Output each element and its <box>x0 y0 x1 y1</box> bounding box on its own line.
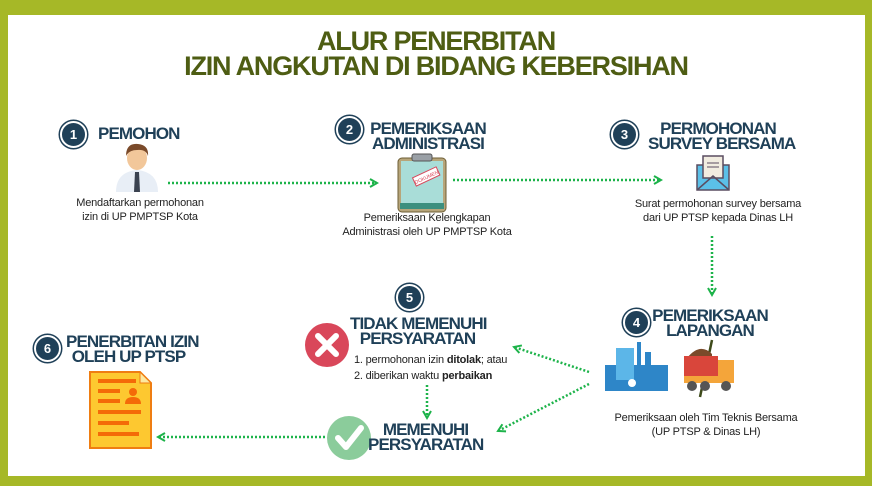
title-line-2: IZIN ANGKUTAN DI BIDANG KEBERSIHAN <box>184 51 689 81</box>
step-4-desc-2: (UP PTSP & Dinas LH) <box>651 426 761 438</box>
person-icon <box>116 143 158 192</box>
step-3-number: 3 <box>611 121 638 148</box>
step-6-label-2: OLEH UP PTSP <box>71 347 186 366</box>
step-5-label-2: PERSYARATAN <box>359 329 476 348</box>
step-2-desc-2: Administrasi oleh UP PMPTSP Kota <box>342 226 512 238</box>
step-2-label-2: ADMINISTRASI <box>372 134 485 153</box>
step-3-desc-1: Surat permohonan survey bersama <box>634 198 802 210</box>
step-2-label-1: PEMERIKSAAN <box>370 119 487 138</box>
step-2-desc-1: Pemeriksaan Kelengkapan <box>363 212 491 224</box>
step-1-number: 1 <box>60 121 87 148</box>
step-4-label-2: LAPANGAN <box>666 321 755 340</box>
arrow-4-to-accept <box>498 382 590 431</box>
step-5-item-1: 1. permohonan izin ditolak; atau <box>354 354 508 366</box>
step-1-desc-2: izin di UP PMPTSP Kota <box>82 211 198 223</box>
step-4-desc-1: Pemeriksaan oleh Tim Teknis Bersama <box>614 412 798 424</box>
envelope-icon <box>696 155 730 191</box>
check-circle-icon <box>327 416 371 460</box>
step-1-desc-1: Mendaftarkan permohonan <box>76 197 204 209</box>
step-4-number: 4 <box>623 309 650 336</box>
step-4-label-1: PEMERIKSAAN <box>652 306 769 325</box>
x-circle-icon <box>305 323 349 367</box>
step-5-number: 5 <box>396 284 423 311</box>
step-3-label-1: PERMOHONAN <box>660 119 777 138</box>
factory-truck-icon <box>605 339 734 398</box>
accept-label-2: PERSYARATAN <box>368 435 484 454</box>
title-line-1: ALUR PENERBITAN <box>317 26 556 56</box>
document-icon <box>89 370 153 449</box>
step-6-number: 6 <box>34 335 61 362</box>
step-1-label: PEMOHON <box>98 124 180 143</box>
step-5-item-2: 2. diberikan waktu perbaikan <box>354 370 493 382</box>
step-3-label-2: SURVEY BERSAMA <box>648 134 796 153</box>
clipboard-icon: DOKUMEN <box>397 153 447 213</box>
step-6-label-1: PENERBITAN IZIN <box>66 332 199 351</box>
step-5-label-1: TIDAK MEMENUHI <box>350 314 488 333</box>
accept-label-1: MEMENUHI <box>382 420 469 439</box>
arrow-4-to-5 <box>514 347 590 374</box>
step-3-desc-2: dari UP PTSP kepada Dinas LH <box>643 212 793 224</box>
step-2-number: 2 <box>336 116 363 143</box>
